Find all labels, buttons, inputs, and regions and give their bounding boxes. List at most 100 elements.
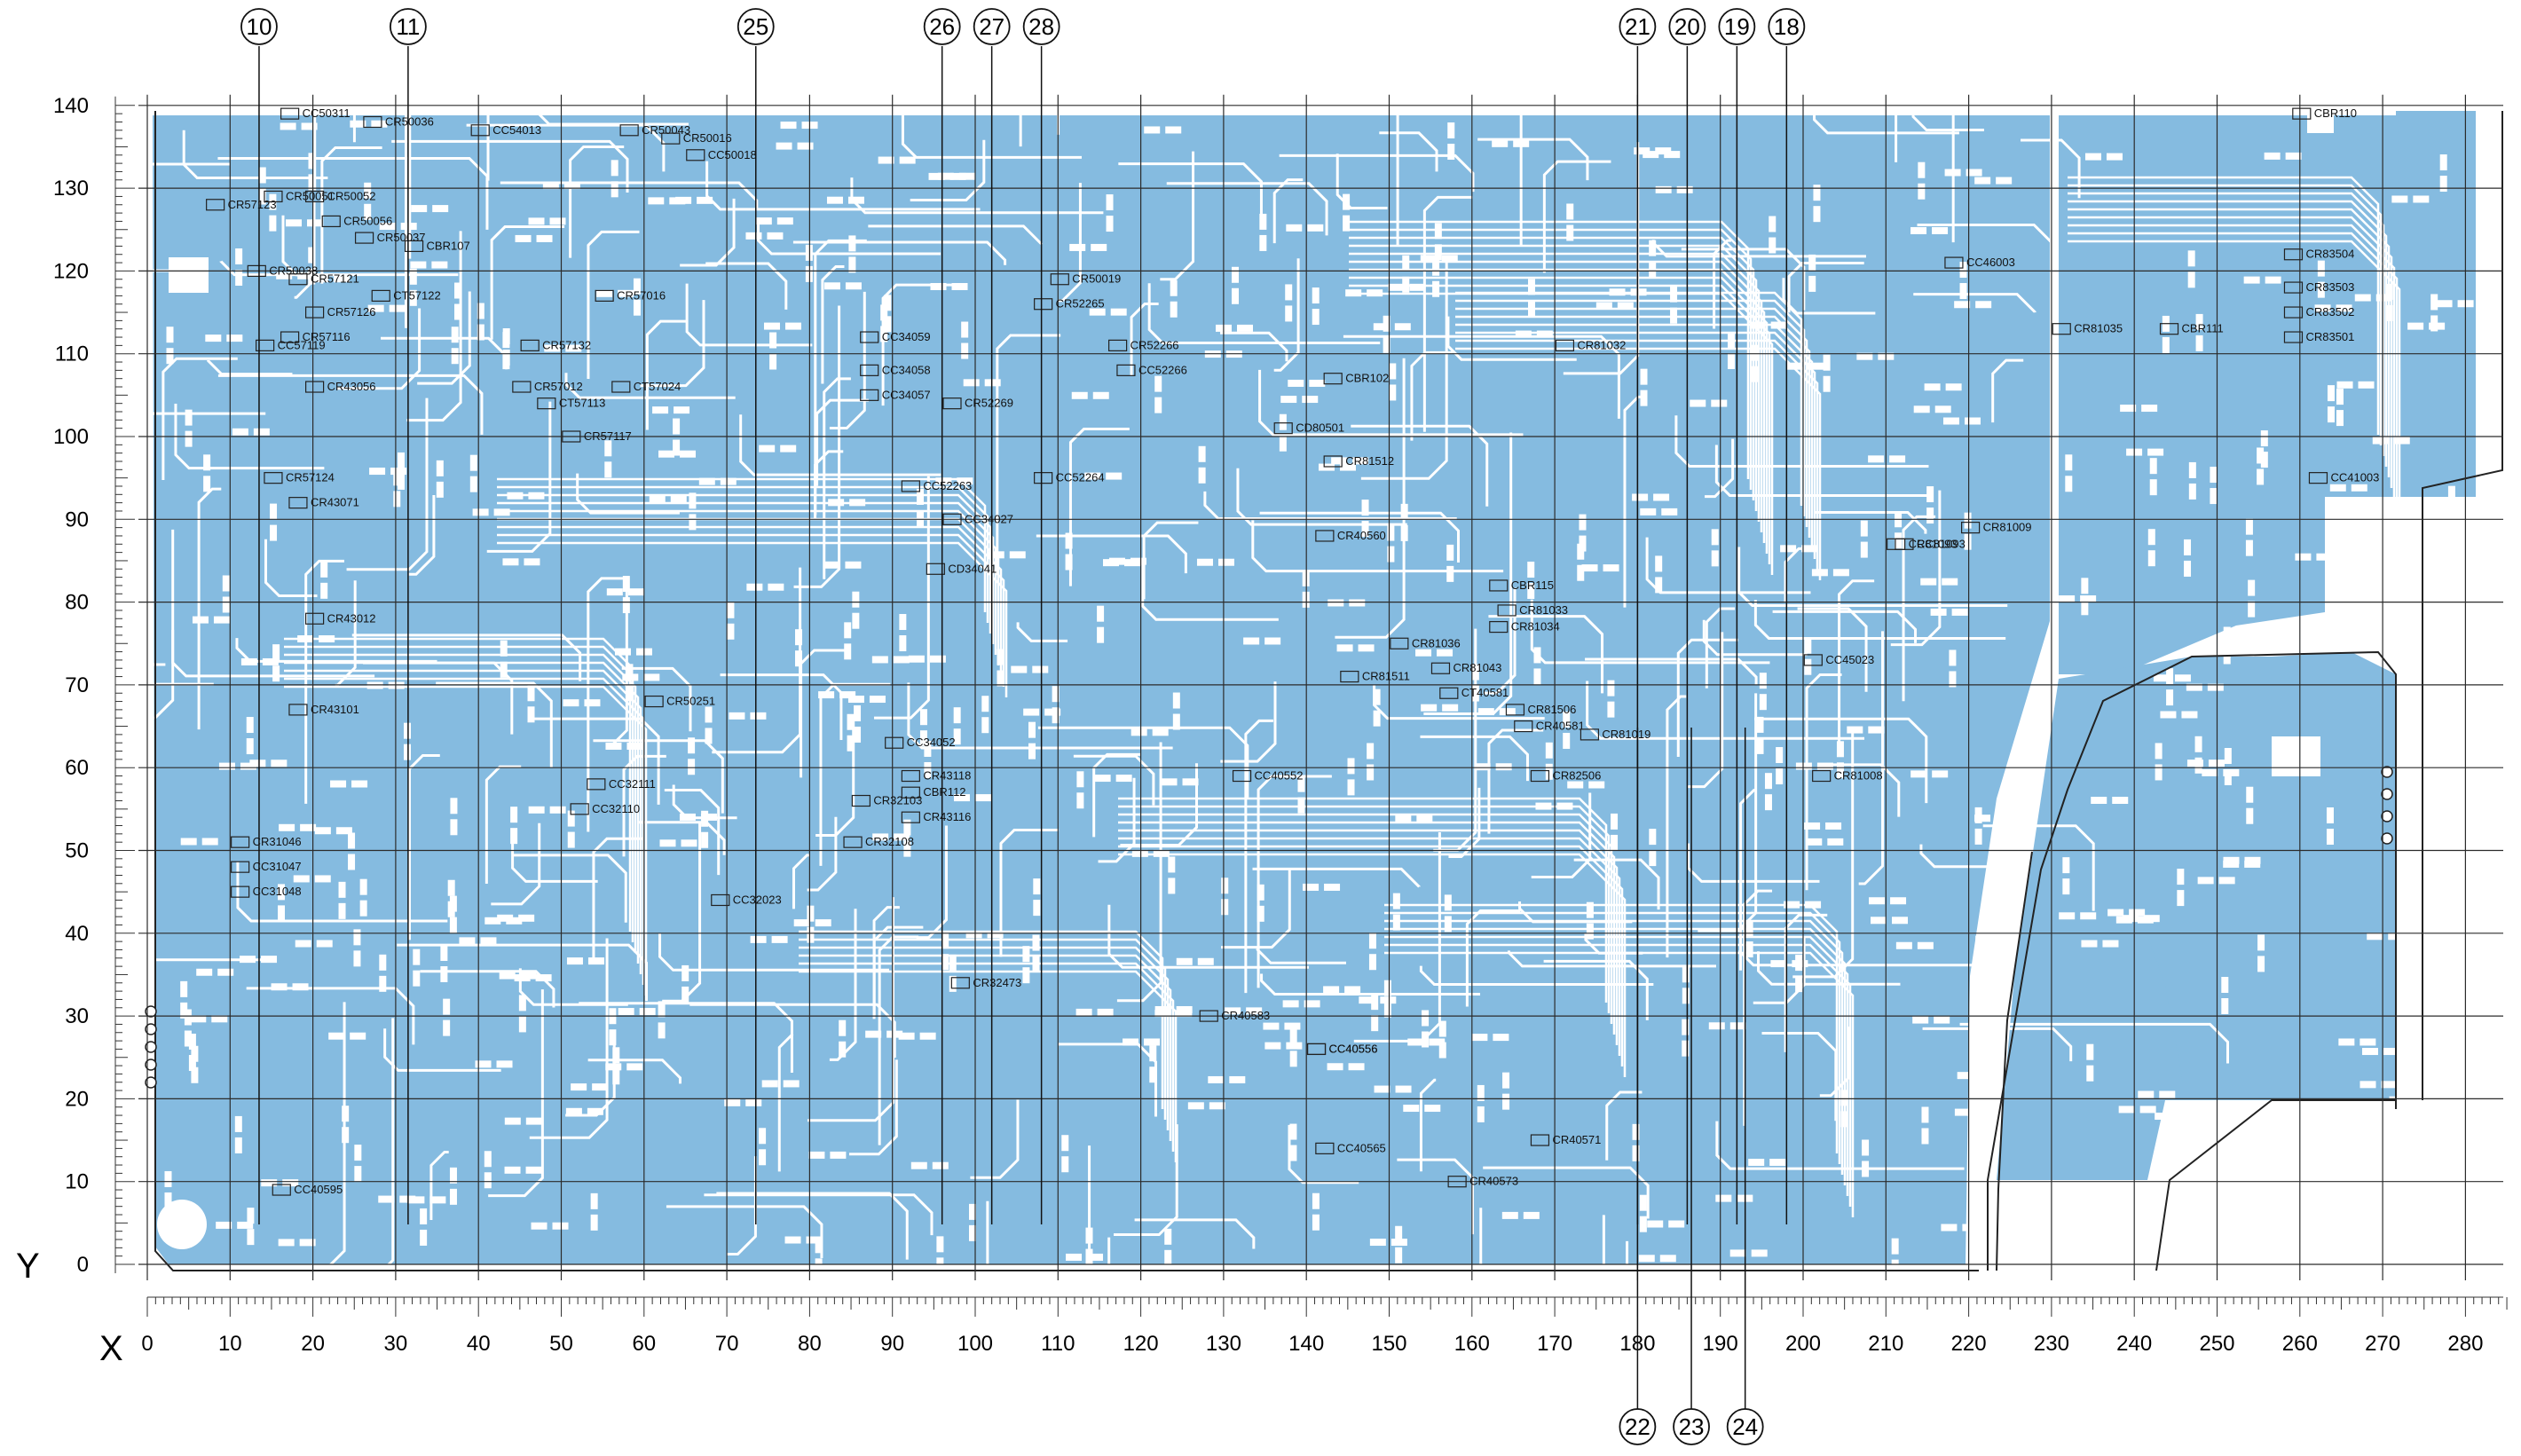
- trace: [264, 539, 318, 598]
- bus-trace: [1455, 323, 1814, 548]
- pad: [450, 819, 458, 836]
- pad: [618, 289, 634, 297]
- bus-trace: [497, 525, 1003, 676]
- component: CR81034: [1489, 620, 1560, 634]
- trace: [872, 906, 900, 1019]
- pad: [1727, 352, 1735, 369]
- pad: [941, 933, 949, 949]
- component-ref: CT57122: [393, 288, 440, 302]
- pad: [2184, 539, 2192, 555]
- callout-circle: [973, 8, 1011, 45]
- pad: [295, 940, 311, 948]
- component-ref: CR81032: [1577, 338, 1626, 351]
- trace: [373, 1018, 395, 1278]
- pad: [1533, 668, 1541, 685]
- pad: [2391, 195, 2408, 203]
- pad: [919, 709, 927, 726]
- component-ref: CR40581: [1536, 720, 1585, 733]
- pad: [2389, 1096, 2406, 1104]
- component: CR50051: [264, 189, 335, 202]
- trace: [174, 404, 325, 470]
- pad: [293, 875, 310, 883]
- pad: [1395, 815, 1412, 822]
- pad: [795, 650, 803, 667]
- component: CC52264: [1034, 471, 1105, 484]
- pad: [429, 1196, 446, 1204]
- pad: [1131, 849, 1148, 857]
- component-outline: [1944, 256, 1964, 269]
- pad: [1825, 822, 1842, 830]
- bus-trace: [1455, 331, 1816, 559]
- pad: [504, 1117, 521, 1125]
- pad: [2184, 560, 2192, 577]
- component: CR32103: [851, 794, 922, 807]
- pad: [1860, 520, 1868, 537]
- component: CC40565: [1315, 1141, 1386, 1154]
- pad: [953, 794, 970, 802]
- pad: [1611, 834, 1619, 851]
- pad: [924, 740, 932, 757]
- trace: [1911, 111, 1984, 132]
- pad: [247, 1229, 255, 1246]
- pad: [2393, 437, 2410, 445]
- pad: [2327, 406, 2335, 423]
- component-ref: CD80501: [1296, 421, 1344, 435]
- pad: [2347, 1129, 2355, 1145]
- pad: [364, 203, 372, 220]
- pad: [1910, 226, 1927, 234]
- pad: [342, 1106, 350, 1122]
- pad: [536, 234, 553, 242]
- pad: [1154, 375, 1162, 392]
- trace: [1477, 138, 1589, 181]
- pad: [1941, 1224, 1958, 1232]
- component: CBR111: [2159, 322, 2224, 335]
- trace: [1487, 728, 1544, 834]
- pad: [272, 644, 280, 661]
- pad: [262, 657, 279, 665]
- pad: [190, 1015, 207, 1023]
- pad: [917, 488, 925, 505]
- component-ref: CR50052: [327, 189, 376, 202]
- trace: [1236, 468, 1407, 526]
- callout-number: 25: [743, 13, 768, 40]
- bus-trace: [1384, 919, 1844, 1175]
- pad: [1280, 396, 1297, 404]
- pad: [2449, 1013, 2466, 1021]
- pad: [306, 219, 323, 227]
- trace: [1397, 1158, 1474, 1235]
- pad: [761, 1080, 778, 1088]
- pad: [626, 685, 634, 702]
- pad: [1444, 894, 1452, 911]
- pad: [1811, 569, 1828, 577]
- pad: [848, 235, 856, 252]
- trace: [1890, 490, 1942, 647]
- trace: [621, 666, 692, 732]
- pad: [542, 182, 559, 190]
- pad: [987, 931, 1004, 939]
- pad: [1978, 1072, 1995, 1080]
- pad: [1502, 1093, 1510, 1110]
- pad: [1964, 512, 1972, 529]
- pad: [1198, 445, 1206, 462]
- pad: [584, 699, 601, 707]
- mounting-holes: [157, 115, 2334, 1249]
- trace: [587, 577, 626, 832]
- pad: [203, 454, 211, 471]
- pad: [454, 303, 462, 320]
- pad: [184, 1009, 192, 1026]
- trace: [383, 1028, 501, 1072]
- trace: [970, 1099, 1020, 1179]
- component-outline: [1116, 364, 1136, 376]
- trace: [407, 753, 440, 940]
- pad: [1312, 309, 1320, 326]
- pad: [639, 1008, 656, 1016]
- bus-trace: [1118, 829, 1619, 1045]
- pad: [2385, 304, 2393, 321]
- pad: [1187, 1102, 1204, 1110]
- pad: [839, 691, 856, 699]
- pad: [431, 261, 448, 269]
- pad: [348, 832, 356, 849]
- pad: [968, 1203, 976, 1220]
- pad: [1563, 711, 1571, 728]
- trace: [217, 374, 484, 435]
